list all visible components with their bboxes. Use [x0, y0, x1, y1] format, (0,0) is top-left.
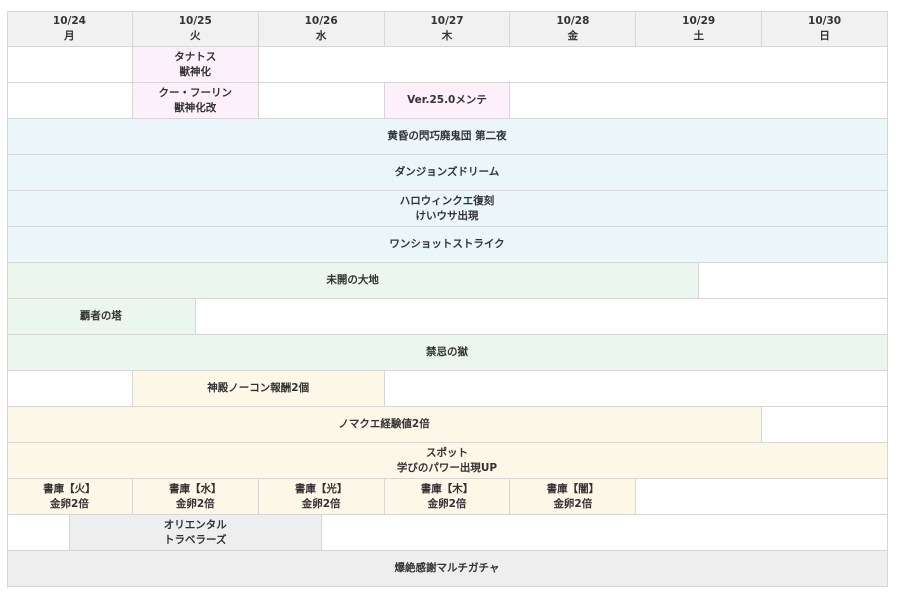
day-weekday: 水 — [315, 29, 327, 42]
event-text-line: トラベラーズ — [164, 533, 227, 546]
event-text-line: 黄昏の閃巧廃鬼団 第二夜 — [387, 130, 507, 142]
event-text-line: 書庫【木】 — [420, 482, 474, 495]
empty-cell — [258, 83, 385, 119]
event-text-line: 金卵2倍 — [301, 497, 341, 510]
event-text-line: 神殿ノーコン報酬2個 — [207, 382, 310, 394]
event-cell: 覇者の塔 — [7, 299, 196, 335]
event-text-line: ワンショットストライク — [389, 238, 505, 250]
empty-cell — [7, 83, 133, 119]
event-text-line: スポット — [426, 446, 468, 459]
day-weekday: 日 — [819, 29, 830, 42]
event-text-line: 覇者の塔 — [79, 310, 122, 322]
day-date: 10/27 — [430, 14, 464, 27]
empty-cell — [510, 83, 888, 119]
empty-cell — [195, 299, 888, 335]
day-date: 10/25 — [178, 14, 212, 27]
event-cell: ノマクエ経験値2倍 — [7, 407, 763, 443]
day-weekday: 土 — [693, 29, 704, 42]
event-calendar: 10/24 月 10/25 火 10/26 水 10/27 木 10/28 金 10/29 土 10/3… — [7, 11, 888, 588]
day-weekday: 金 — [567, 29, 579, 42]
event-text-line: 書庫【闇】 — [546, 482, 600, 495]
day-header: 10/24 月 — [7, 11, 133, 47]
event-cell: 神殿ノーコン報酬2個 — [132, 371, 385, 407]
event-cell: ハロウィンクエ復刻けいウサ出現 — [7, 191, 888, 227]
empty-cell — [636, 479, 888, 515]
empty-cell — [699, 263, 888, 299]
day-date: 10/28 — [556, 14, 590, 27]
event-text-line: 獣神化改 — [174, 101, 217, 114]
event-text-line: ハロウィンクエ復刻 — [399, 194, 495, 207]
event-text-line: 金卵2倍 — [553, 497, 593, 510]
event-text-line: タナトス — [174, 50, 217, 63]
event-text-line: 獣神化 — [179, 65, 212, 78]
event-text-line: 金卵2倍 — [50, 497, 89, 510]
event-text-line: 書庫【火】 — [43, 482, 96, 495]
day-weekday: 月 — [64, 29, 75, 42]
event-text-line: 学びのパワー出現UP — [396, 461, 498, 474]
day-date: 10/30 — [808, 14, 842, 27]
event-cell: 黄昏の閃巧廃鬼団 第二夜 — [7, 119, 888, 155]
event-cell: タナトス獣神化 — [132, 47, 259, 83]
day-header: 10/26 水 — [258, 11, 385, 47]
event-cell: ワンショットストライク — [7, 227, 888, 263]
event-text-line: 書庫【光】 — [294, 482, 348, 495]
empty-cell — [321, 515, 888, 551]
day-header: 10/29 土 — [636, 11, 763, 47]
day-header: 10/30 日 — [762, 11, 888, 47]
day-date: 10/24 — [52, 14, 86, 27]
event-cell: ダンジョンズドリーム — [7, 155, 888, 191]
empty-cell — [7, 515, 70, 551]
day-header: 10/25 火 — [132, 11, 259, 47]
event-cell: クー・フーリン獣神化改 — [132, 83, 259, 119]
event-text-line: ダンジョンズドリーム — [394, 166, 500, 178]
day-weekday: 木 — [441, 29, 453, 42]
event-text-line: 書庫【水】 — [169, 482, 222, 495]
empty-cell — [258, 47, 888, 83]
empty-cell — [384, 371, 888, 407]
event-text-line: ノマクエ経験値2倍 — [338, 418, 430, 430]
event-text-line: Ver.25.0メンテ — [407, 94, 487, 106]
empty-cell — [7, 47, 133, 83]
day-weekday: 火 — [190, 29, 201, 42]
event-text-line: 禁忌の獄 — [426, 346, 468, 358]
empty-cell — [762, 407, 888, 443]
event-text-line: 爆絶感謝マルチガチャ — [394, 562, 500, 574]
event-cell: 書庫【光】金卵2倍 — [258, 479, 385, 515]
event-cell: Ver.25.0メンテ — [384, 83, 511, 119]
event-cell: 爆絶感謝マルチガチャ — [7, 551, 888, 587]
day-date: 10/26 — [304, 14, 338, 27]
day-date: 10/29 — [682, 14, 716, 27]
event-text-line: オリエンタル — [163, 518, 227, 531]
event-text-line: 未開の大地 — [326, 274, 379, 286]
day-header: 10/28 金 — [510, 11, 637, 47]
event-text-line: 金卵2倍 — [175, 497, 215, 510]
day-header: 10/27 木 — [384, 11, 511, 47]
event-cell: 書庫【火】金卵2倍 — [7, 479, 133, 515]
event-text-line: けいウサ出現 — [415, 209, 479, 222]
event-cell: 禁忌の獄 — [7, 335, 888, 371]
event-cell: 未開の大地 — [7, 263, 700, 299]
event-cell: スポット学びのパワー出現UP — [7, 443, 888, 479]
event-cell: 書庫【水】金卵2倍 — [132, 479, 259, 515]
empty-cell — [7, 371, 133, 407]
event-cell: 書庫【木】金卵2倍 — [384, 479, 511, 515]
event-text-line: 金卵2倍 — [427, 497, 467, 510]
event-cell: 書庫【闇】金卵2倍 — [510, 479, 637, 515]
event-text-line: クー・フーリン — [158, 86, 233, 99]
event-cell: オリエンタルトラベラーズ — [69, 515, 322, 551]
